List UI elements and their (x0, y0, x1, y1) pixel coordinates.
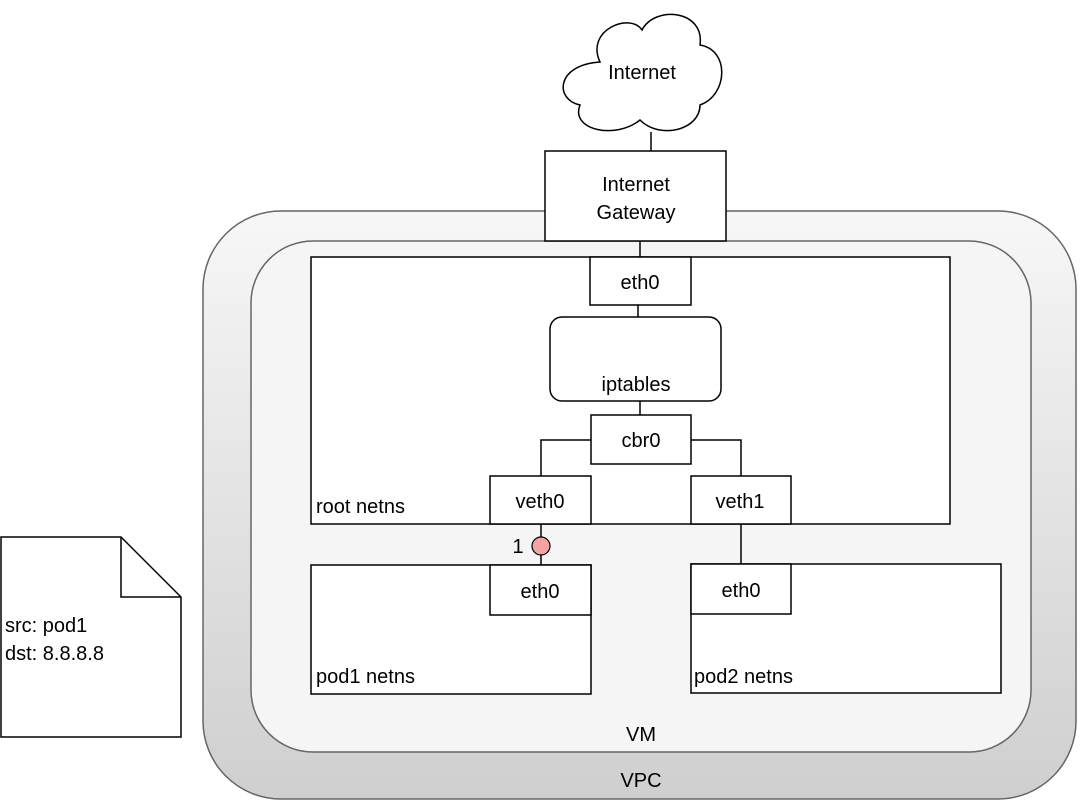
packet-step-number: 1 (512, 536, 523, 558)
vpc-label: VPC (620, 770, 661, 792)
internet-gateway-box (544, 150, 727, 242)
pod1-netns-label: pod1 netns (316, 666, 415, 688)
packet-src-text: src: pod1 (5, 615, 87, 637)
packet-dst-text: dst: 8.8.8.8 (5, 643, 104, 665)
packet-marker-dot (531, 536, 551, 556)
packet-note-icon (0, 536, 182, 738)
pod1-eth0-label: eth0 (521, 581, 560, 603)
iptables-box (549, 316, 722, 402)
pod2-netns-label: pod2 netns (694, 666, 793, 688)
iptables-label: iptables (602, 374, 671, 396)
veth1-label: veth1 (716, 491, 765, 513)
root-eth0-label: eth0 (621, 272, 660, 294)
packet-note-fold (120, 537, 181, 598)
internet-label: Internet (608, 62, 676, 84)
pod2-eth0-box (690, 563, 792, 615)
internet-cloud-icon (562, 13, 723, 132)
veth0-box (489, 475, 592, 525)
pod2-eth0-label: eth0 (722, 580, 761, 602)
veth1-box (690, 475, 792, 525)
gateway-label-line1: Internet (602, 174, 670, 196)
veth0-label: veth0 (516, 491, 565, 513)
pod1-eth0-box (489, 564, 592, 616)
root-eth0-box (589, 256, 692, 306)
root-netns-label: root netns (316, 496, 405, 518)
vm-label: VM (626, 724, 656, 746)
cbr0-box (590, 414, 692, 465)
gateway-label-line2: Gateway (597, 202, 676, 224)
cbr0-label: cbr0 (622, 430, 661, 452)
connector-lines (540, 132, 742, 565)
